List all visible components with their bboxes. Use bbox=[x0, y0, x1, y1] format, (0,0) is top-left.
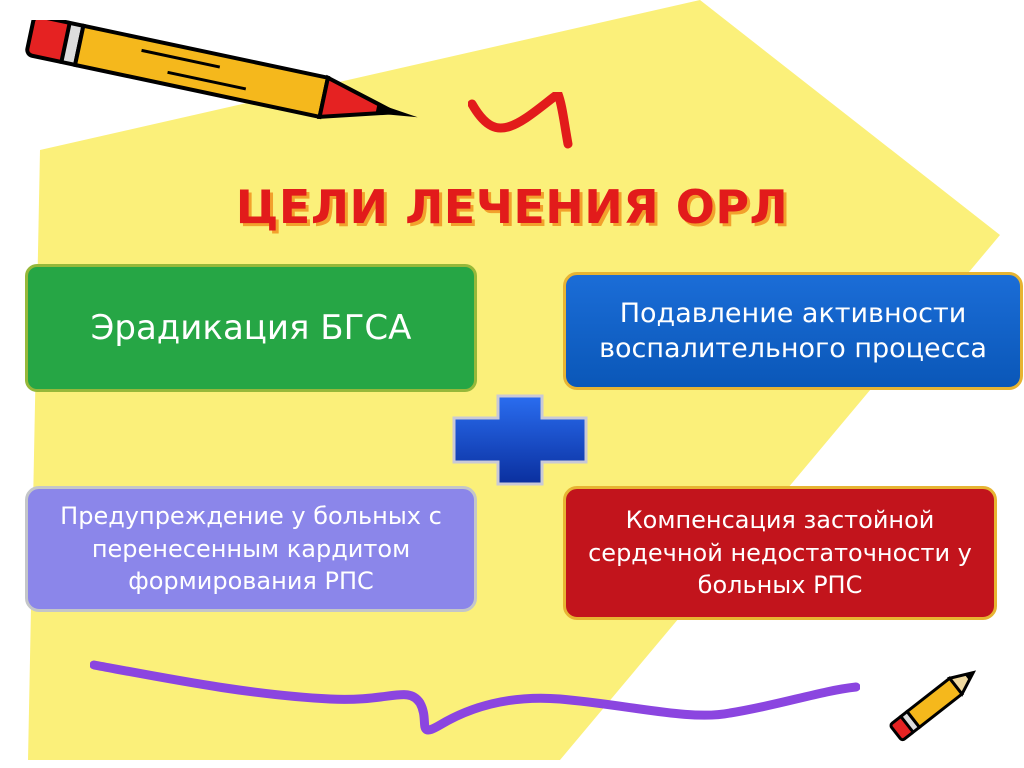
pencil-icon bbox=[889, 670, 977, 742]
goal-box-compensation: Компенсация застойной сердечной недостат… bbox=[563, 486, 997, 620]
goal-box-prevention: Предупреждение у больных с перенесенным … bbox=[25, 486, 477, 612]
goal-text: Подавление активности воспалительного пр… bbox=[599, 297, 987, 364]
goal-text: Компенсация застойной сердечной недостат… bbox=[588, 506, 972, 600]
checkmark-icon bbox=[468, 92, 573, 149]
pencil-icon bbox=[25, 20, 418, 120]
squiggle-line bbox=[90, 660, 860, 735]
plus-icon bbox=[452, 394, 588, 486]
slide-title: ЦЕЛИ ЛЕЧЕНИЯ ОРЛ bbox=[235, 180, 789, 234]
goal-box-inflammation: Подавление активности воспалительного пр… bbox=[563, 272, 1023, 390]
goal-text: Эрадикация БГСА bbox=[90, 308, 412, 348]
goal-text: Предупреждение у больных с перенесенным … bbox=[60, 502, 442, 596]
goal-box-eradication: Эрадикация БГСА bbox=[25, 264, 477, 392]
